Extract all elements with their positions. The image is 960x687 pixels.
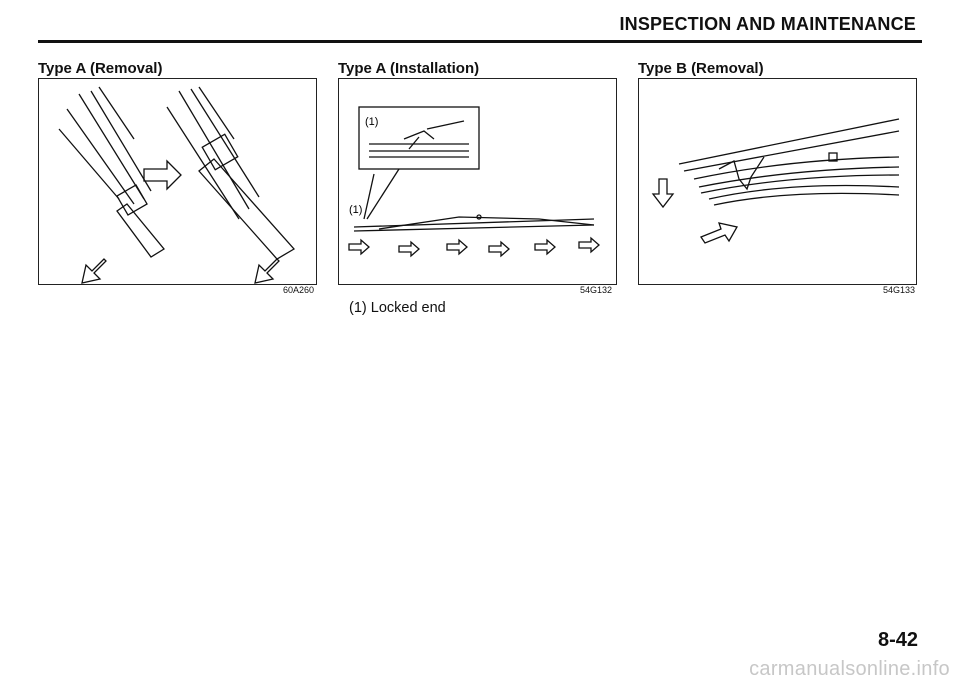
section-title: INSPECTION AND MAINTENANCE — [619, 14, 916, 34]
callout-1-top: (1) — [365, 116, 378, 128]
figure-code-54g132: 54G132 — [580, 285, 613, 295]
figure-type-a-removal — [38, 78, 317, 285]
footer-watermark[interactable]: carmanualsonline.info — [749, 658, 950, 680]
figure-type-b-removal — [638, 78, 917, 285]
callout-1-bottom: (1) — [349, 204, 362, 216]
figure-code-54g133: 54G133 — [883, 285, 916, 295]
wiper-installation-illustration: (1) (1) — [348, 106, 600, 258]
panel-title-type-a-removal: Type A (Removal) — [38, 60, 163, 77]
header-rule — [38, 40, 922, 43]
figure-caption: (1) Locked end — [349, 300, 446, 316]
figure-code-60a260: 60A260 — [283, 285, 315, 295]
panel-title-type-a-installation: Type A (Installation) — [338, 60, 480, 77]
page-number: 8-42 — [877, 629, 918, 651]
figure-type-a-installation: (1) (1) — [338, 78, 617, 285]
panel-title-type-b-removal: Type B (Removal) — [638, 60, 764, 77]
wiper-type-b-illustration — [651, 118, 900, 244]
wiper-removal-illustration — [58, 86, 296, 284]
